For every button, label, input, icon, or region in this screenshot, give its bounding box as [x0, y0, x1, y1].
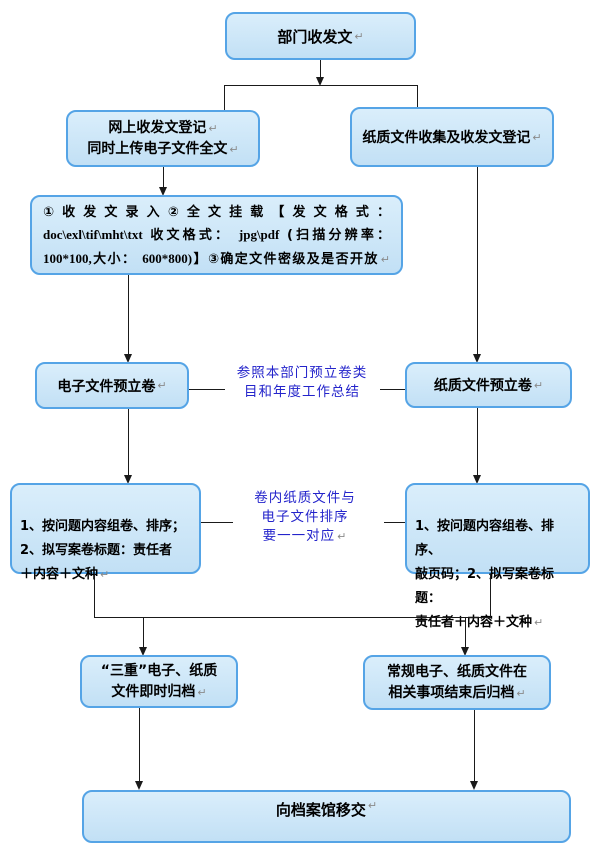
node-paper-pre-filing-label: 纸质文件预立卷	[433, 378, 532, 394]
connector-entry-to-electronic-prefiling	[128, 275, 130, 355]
connector-electronic-prefiling-to-rules	[128, 409, 130, 476]
arrowhead-down-icon	[472, 354, 481, 363]
connector-annotation2-right	[384, 522, 405, 524]
online-registration-line1: 网上收发文登记↵	[108, 119, 218, 136]
node-electronic-pre-filing-label: 电子文件预立卷	[57, 378, 156, 395]
return-mark-icon: ↵	[533, 378, 544, 392]
return-mark-icon: ↵	[380, 252, 390, 266]
return-mark-icon: ↵	[100, 568, 110, 582]
connector-annotation1-left	[189, 389, 225, 391]
return-mark-icon: ↵	[208, 121, 218, 135]
connector-rules-right-down	[490, 574, 492, 618]
connector-to-regular-archive	[465, 617, 467, 648]
node-entry-requirements: ①收发文录入②全文挂载【发文格式： doc\exl\tif\mht\txt 收文…	[30, 195, 403, 275]
return-mark-icon: ↵	[532, 130, 542, 144]
connector-triple-to-transfer	[139, 708, 141, 783]
connector-to-online-registration	[224, 85, 226, 111]
arrowhead-down-icon	[123, 354, 132, 363]
arrowhead-down-icon	[460, 647, 469, 656]
node-paper-pre-filing: 纸质文件预立卷↵	[405, 362, 572, 408]
connector-rules-left-down	[94, 574, 96, 618]
return-mark-icon: ↵	[229, 142, 239, 156]
regular-archive-line2: 相关事项结束后归档↵	[388, 684, 526, 701]
connector-merge-horizontal	[94, 617, 491, 619]
arrowhead-down-icon	[138, 647, 147, 656]
return-mark-icon: ↵	[197, 685, 207, 699]
connector-to-paper-collection	[417, 85, 419, 108]
node-triple-immediate-archive: “三重”电子、纸质 文件即时归档↵	[80, 655, 238, 708]
entry-requirements-line3: 100*100,大小： 600*800)】③确定文件密级及是否开放↵	[43, 250, 390, 267]
triple-archive-line2: 文件即时归档↵	[111, 683, 207, 700]
connector-split-horizontal	[224, 85, 418, 87]
return-mark-icon: ↵	[534, 616, 544, 630]
connector-top-stem	[320, 60, 322, 78]
node-online-registration: 网上收发文登记↵ 同时上传电子文件全文↵	[66, 110, 260, 167]
arrowhead-down-icon	[315, 77, 324, 86]
node-transfer-to-archives-label: 向档案馆移交	[275, 801, 366, 819]
node-dept-send-receive-label: 部门收发文	[277, 27, 353, 46]
online-registration-line2: 同时上传电子文件全文↵	[87, 140, 239, 157]
connector-regular-to-transfer	[474, 710, 476, 783]
arrowhead-down-icon	[158, 187, 167, 196]
regular-archive-line1: 常规电子、纸质文件在	[387, 663, 527, 680]
connector-paper-to-prefiling	[477, 167, 479, 355]
annotation-pre-filing-reference: 参照本部门预立卷类 目和年度工作总结	[236, 365, 368, 400]
node-dept-send-receive: 部门收发文↵	[225, 12, 416, 60]
node-regular-archive: 常规电子、纸质文件在 相关事项结束后归档↵	[363, 655, 551, 710]
connector-online-to-entry	[163, 167, 165, 188]
connector-annotation1-right	[380, 389, 405, 391]
return-mark-icon: ↵	[337, 529, 348, 543]
node-electronic-filing-rules: 1、按问题内容组卷、排序； 2、拟写案卷标题：责任者 ＋内容＋文种↵	[10, 483, 201, 582]
connector-paper-prefiling-to-rules	[477, 408, 479, 476]
return-mark-icon: ↵	[157, 379, 167, 392]
return-mark-icon: ↵	[516, 686, 526, 700]
return-mark-icon: ↵	[354, 29, 364, 43]
arrowhead-down-icon	[472, 475, 481, 484]
arrowhead-down-icon	[134, 781, 143, 790]
node-paper-collection: 纸质文件收集及收发文登记↵	[350, 107, 554, 167]
entry-requirements-line2: doc\exl\tif\mht\txt 收文格式： jpg\pdf (扫描分辨率…	[43, 227, 390, 244]
arrowhead-down-icon	[469, 781, 478, 790]
node-transfer-to-archives: 向档案馆移交↵	[82, 790, 571, 843]
annotation-order-correspondence: 卷内纸质文件与 电子文件排序 要一一对应↵	[254, 490, 356, 544]
return-mark-icon: ↵	[367, 799, 378, 812]
node-paper-collection-label: 纸质文件收集及收发文登记	[362, 130, 531, 146]
node-electronic-filing-rules-label: 1、按问题内容组卷、排序； 2、拟写案卷标题：责任者 ＋内容＋文种	[20, 519, 186, 583]
entry-requirements-line1: ①收发文录入②全文挂载【发文格式：	[43, 205, 390, 220]
connector-to-triple-archive	[143, 617, 145, 648]
node-paper-filing-rules: 1、按问题内容组卷、排序、 敲页码；2、拟写案卷标题： 责任者＋内容＋文种↵	[405, 483, 590, 630]
triple-archive-line1: “三重”电子、纸质	[100, 662, 218, 679]
node-paper-filing-rules-label: 1、按问题内容组卷、排序、 敲页码；2、拟写案卷标题： 责任者＋内容＋文种	[415, 519, 555, 631]
arrowhead-down-icon	[123, 475, 132, 484]
connector-annotation2-left	[201, 522, 233, 524]
node-electronic-pre-filing: 电子文件预立卷↵	[35, 362, 189, 409]
